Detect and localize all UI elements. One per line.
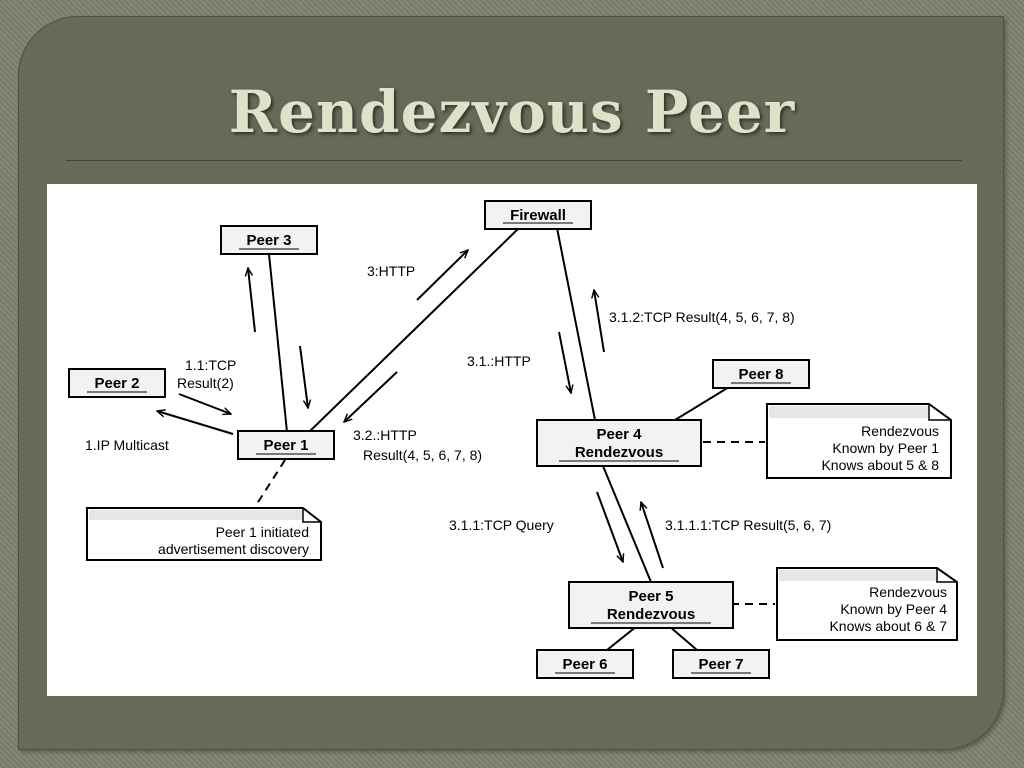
node-peer5: Peer 5 Rendezvous: [568, 581, 734, 629]
node-firewall-label: Firewall: [510, 207, 566, 224]
link-peer5-peer7: [668, 625, 698, 651]
link-firewall-peer4: [556, 227, 596, 421]
label-http: 3:HTTP: [367, 263, 415, 279]
label-tcp-result2-2: Result(2): [177, 375, 234, 391]
arrow-ip-multicast: [157, 411, 234, 435]
note-peer4-line1: Rendezvous: [861, 423, 939, 439]
node-peer6: Peer 6: [536, 649, 634, 679]
node-peer3-label: Peer 3: [246, 232, 291, 249]
node-peer4: Peer 4 Rendezvous: [536, 419, 702, 467]
node-peer2: Peer 2: [68, 368, 166, 398]
node-peer8: Peer 8: [712, 359, 810, 389]
arrow-http-result: [344, 371, 398, 422]
title-divider: [66, 160, 962, 161]
slide-title: Rendezvous Peer: [228, 78, 796, 146]
label-http-result-1: 3.2.:HTTP: [353, 427, 417, 443]
node-peer8-label: Peer 8: [738, 366, 783, 383]
link-peer4-peer8: [674, 386, 730, 421]
arrow-tcp-query: [596, 491, 623, 562]
node-peer5-label: Peer 5: [628, 588, 673, 605]
label-http-result-2: Result(4, 5, 6, 7, 8): [363, 447, 482, 463]
label-tcp-result-4-8: 3.1.2:TCP Result(4, 5, 6, 7, 8): [609, 309, 795, 325]
node-peer7-label: Peer 7: [698, 656, 743, 673]
node-peer7: Peer 7: [672, 649, 770, 679]
note-peer1: Peer 1 initiated advertisement discovery: [86, 507, 322, 561]
label-http31: 3.1.:HTTP: [467, 353, 531, 369]
link-peer1-firewall: [308, 227, 520, 433]
arrow-tcp-result2: [178, 393, 231, 414]
label-tcp-result-5-7: 3.1.1.1:TCP Result(5, 6, 7): [665, 517, 831, 533]
diagram-svg: Firewall Peer 3 Peer 2 Peer 1 Peer 4 Ren…: [68, 200, 958, 679]
note-peer4-line3: Knows about 5 & 8: [821, 457, 939, 473]
node-firewall: Firewall: [484, 200, 592, 230]
node-peer4-role: Rendezvous: [575, 444, 663, 461]
note-peer1-line2: advertisement discovery: [158, 541, 309, 557]
note-peer5: Rendezvous Known by Peer 4 Knows about 6…: [776, 567, 958, 641]
arrow-from-peer3: [299, 345, 308, 408]
note-peer5-line2: Known by Peer 4: [840, 601, 947, 617]
arrow-http-up: [416, 250, 468, 301]
node-peer4-label: Peer 4: [596, 426, 642, 443]
arrow-tcp-result-4-8: [594, 290, 605, 353]
note-peer4-line2: Known by Peer 1: [832, 440, 939, 456]
diagram-canvas: Firewall Peer 3 Peer 2 Peer 1 Peer 4 Ren…: [47, 184, 977, 696]
node-peer1-label: Peer 1: [263, 437, 308, 454]
note-peer5-line3: Knows about 6 & 7: [829, 618, 947, 634]
label-ip-multicast: 1.IP Multicast: [85, 437, 169, 453]
link-peer3-peer1: [268, 253, 288, 433]
arrow-tcp-result-5-7: [641, 502, 664, 569]
note-peer1-line1: Peer 1 initiated: [216, 524, 309, 540]
dash-peer1-note: [252, 459, 286, 511]
note-peer5-line1: Rendezvous: [869, 584, 947, 600]
note-peer4: Rendezvous Known by Peer 1 Knows about 5…: [766, 403, 952, 479]
node-peer3: Peer 3: [220, 225, 318, 255]
arrow-to-peer3: [248, 268, 256, 333]
node-peer6-label: Peer 6: [562, 656, 607, 673]
node-peer5-role: Rendezvous: [607, 606, 695, 623]
link-peer4-peer5: [602, 465, 652, 583]
node-peer2-label: Peer 2: [94, 375, 139, 392]
arrow-http-down: [558, 331, 571, 393]
link-peer5-peer6: [606, 625, 638, 651]
label-tcp-query: 3.1.1:TCP Query: [449, 517, 554, 533]
node-peer1: Peer 1: [237, 430, 335, 460]
label-tcp-result2-1: 1.1:TCP: [185, 357, 236, 373]
